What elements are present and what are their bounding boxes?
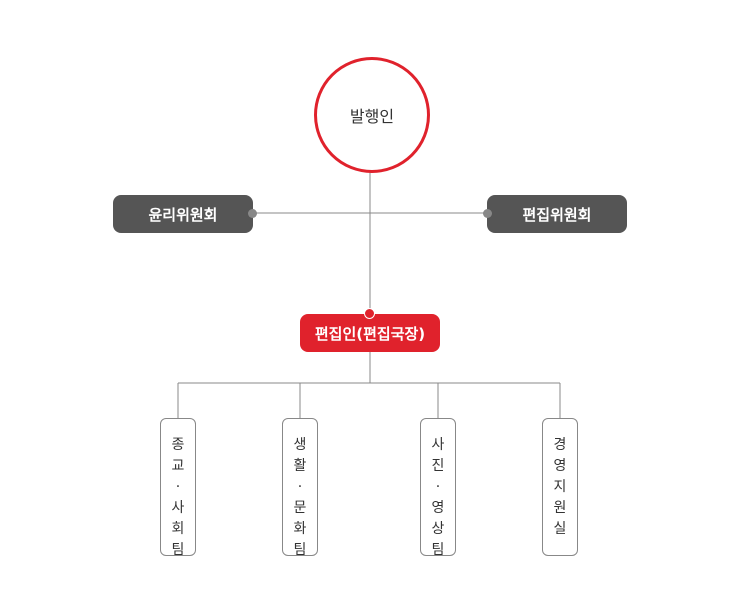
publisher-node: 발행인 xyxy=(314,57,430,173)
ethics-connector-dot xyxy=(248,209,257,218)
ethics-committee-node: 윤리위원회 xyxy=(113,195,253,233)
editorial-committee-node: 편집위원회 xyxy=(487,195,627,233)
team-label: 사진·영상팀 xyxy=(431,437,445,558)
team-node-religion-society: 종교·사회팀 xyxy=(160,418,196,558)
team-label: 경영지원실 xyxy=(553,437,567,537)
team-node-photo-video: 사진·영상팀 xyxy=(420,418,456,558)
editorial-connector-dot xyxy=(483,209,492,218)
team-node-life-culture: 생활·문화팀 xyxy=(282,418,318,558)
editor-label: 편집인(편집국장) xyxy=(314,324,426,343)
team-label: 생활·문화팀 xyxy=(293,437,307,558)
editor-connector-dot xyxy=(364,308,375,319)
ethics-committee-label: 윤리위원회 xyxy=(148,205,218,224)
editorial-committee-label: 편집위원회 xyxy=(522,205,592,224)
publisher-label: 발행인 xyxy=(349,107,395,126)
team-node-management-support: 경영지원실 xyxy=(542,418,578,556)
editor-node: 편집인(편집국장) xyxy=(300,314,440,352)
team-label: 종교·사회팀 xyxy=(171,437,185,558)
